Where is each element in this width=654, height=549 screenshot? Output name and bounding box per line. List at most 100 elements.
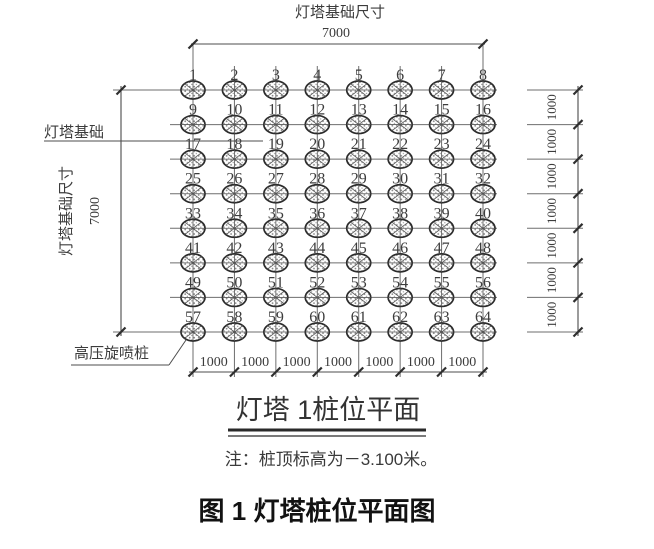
right-dim-label: 1000 (544, 233, 559, 259)
pile-number: 27 (268, 171, 284, 188)
right-dim-label: 1000 (544, 129, 559, 155)
dim-tick (187, 38, 199, 50)
foundation-label: 灯塔基础 (44, 124, 104, 141)
dim-tick (572, 292, 584, 303)
dim-tick (394, 366, 406, 378)
pile-number: 11 (268, 102, 283, 119)
pile-number: 58 (226, 309, 242, 326)
right-dim-label: 1000 (544, 163, 559, 189)
pile-number: 51 (268, 274, 284, 291)
right-dim-label: 1000 (544, 198, 559, 224)
pile-number: 26 (226, 171, 242, 188)
pile-number: 9 (189, 102, 197, 119)
bottom-dim-label: 1000 (365, 355, 393, 370)
pile-number: 64 (475, 309, 491, 326)
pile-number: 30 (392, 171, 408, 188)
pile-number: 49 (185, 274, 201, 291)
dim-tick (229, 366, 240, 378)
pile-number: 35 (268, 205, 284, 222)
pile-number: 23 (434, 136, 450, 153)
pile-number: 50 (226, 274, 242, 291)
right-dim-label: 1000 (544, 302, 559, 328)
pile-type-label: 高压旋喷桩 (74, 345, 149, 362)
generated-geometry: 1000 1000 1000 1000 1000 1000 1000 1000 1000 1000… (113, 38, 584, 378)
pile-type-leader-line (168, 339, 187, 366)
pile-number: 19 (268, 136, 284, 153)
pile-number: 39 (434, 205, 450, 222)
pile-number: 55 (434, 274, 450, 291)
bottom-dim-label: 1000 (407, 355, 435, 370)
pile-number: 18 (226, 136, 242, 153)
pile-number: 20 (309, 136, 325, 153)
bottom-dim-label: 1000 (283, 355, 311, 370)
pile-number: 21 (351, 136, 367, 153)
bottom-dim-label: 1000 (448, 355, 476, 370)
pile-number: 29 (351, 171, 367, 188)
pile-number: 54 (392, 274, 408, 291)
plan-title: 灯塔 1桩位平面 (236, 395, 421, 425)
pile-number: 16 (475, 102, 491, 119)
pile-number: 5 (355, 67, 363, 84)
pile-number: 57 (185, 309, 201, 326)
pile-number: 14 (392, 102, 408, 119)
pile-number: 12 (309, 102, 325, 119)
pile-number: 63 (434, 309, 450, 326)
pile-number: 44 (309, 240, 325, 257)
pile-number: 37 (351, 205, 367, 222)
pile-number: 3 (272, 67, 280, 84)
pile-number: 36 (309, 205, 325, 222)
pile-number: 17 (185, 136, 201, 153)
dim-tick (572, 153, 584, 165)
pile-number: 38 (392, 205, 408, 222)
pile-number: 32 (475, 171, 491, 188)
pile-number: 41 (185, 240, 201, 257)
dim-tick (270, 366, 282, 378)
right-dim-label: 1000 (544, 94, 559, 120)
dim-tick (312, 366, 323, 378)
top-dimension-value: 7000 (322, 26, 350, 41)
dim-tick (436, 366, 447, 378)
dim-tick (353, 366, 364, 378)
dim-tick (572, 119, 584, 130)
pile-number: 4 (313, 67, 321, 84)
dim-tick (572, 326, 584, 338)
pile-number: 10 (226, 102, 242, 119)
pile-number: 48 (475, 240, 491, 257)
plan-note: 注：桩顶标高为－3.100米。 (225, 450, 438, 469)
top-dimension-title: 灯塔基础尺寸 (295, 4, 385, 21)
pile-number: 34 (226, 205, 242, 222)
pile-number: 56 (475, 274, 491, 291)
pile-number: 13 (351, 102, 367, 119)
pile-number: 62 (392, 309, 408, 326)
dim-tick (477, 38, 489, 50)
pile-number: 22 (392, 136, 408, 153)
pile-number: 60 (309, 309, 325, 326)
dim-tick (572, 257, 584, 269)
pile-number: 61 (351, 309, 367, 326)
pile-number: 8 (479, 67, 487, 84)
figure-caption: 图 1 灯塔桩位平面图 (199, 496, 436, 526)
pile-number: 7 (438, 67, 446, 84)
bottom-dim-label: 1000 (324, 355, 352, 370)
pile-number: 28 (309, 171, 325, 188)
pile-number: 24 (475, 136, 491, 153)
pile-number: 45 (351, 240, 367, 257)
pile-number: 53 (351, 274, 367, 291)
dim-tick (572, 188, 584, 199)
right-dim-label: 1000 (544, 267, 559, 293)
dim-tick (477, 366, 489, 378)
pile-number: 46 (392, 240, 408, 257)
dim-tick (115, 84, 127, 96)
pile-number: 25 (185, 171, 201, 188)
pile-number: 40 (475, 205, 491, 222)
bottom-dim-label: 1000 (241, 355, 269, 370)
pile-number: 2 (230, 67, 238, 84)
pile-number: 42 (226, 240, 242, 257)
pile-number: 6 (396, 67, 404, 84)
pile-number: 52 (309, 274, 325, 291)
pile-number: 31 (434, 171, 450, 188)
pile-number: 47 (434, 240, 450, 257)
pile-number: 59 (268, 309, 284, 326)
